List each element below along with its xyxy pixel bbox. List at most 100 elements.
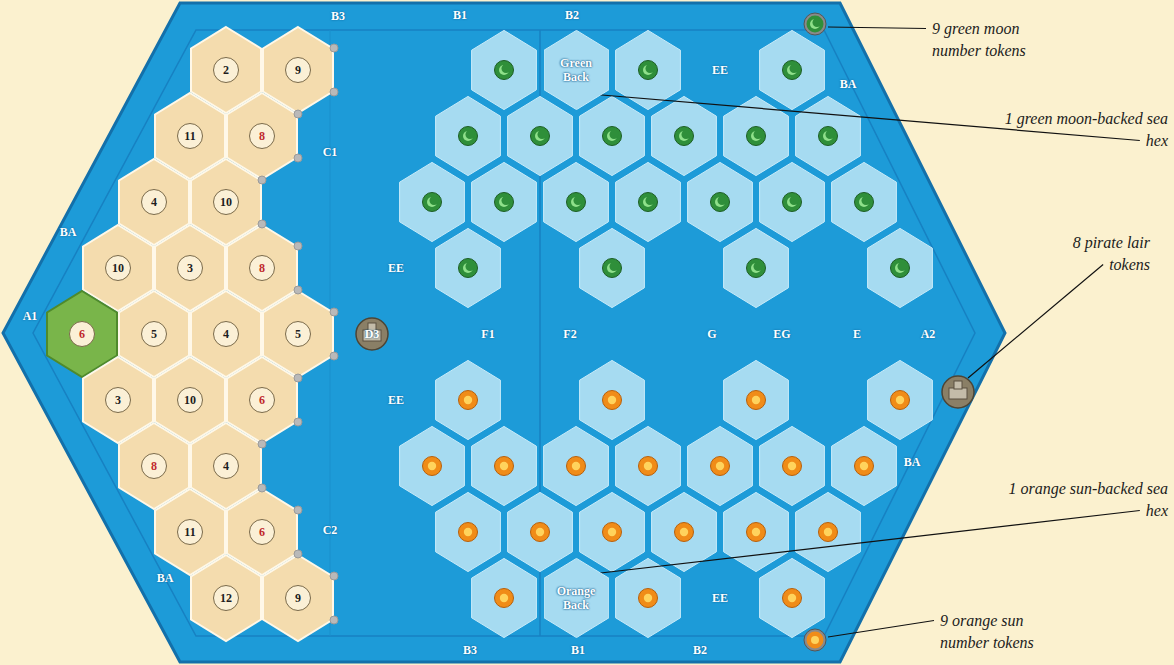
sea-hex — [796, 492, 861, 571]
sun — [644, 594, 652, 602]
sea-hexes — [400, 30, 933, 637]
frame-label: EE — [712, 63, 728, 77]
number-token: 11 — [177, 123, 203, 149]
token-number: 5 — [295, 327, 301, 342]
sea-hex — [472, 30, 537, 109]
sea-hex — [760, 558, 825, 637]
sea-hex — [616, 162, 681, 241]
sun-token — [783, 457, 802, 476]
frame-label: EG — [773, 327, 790, 341]
harbor-dot — [330, 44, 338, 52]
frame-label-holder: F1 — [481, 327, 494, 342]
moon-shadow — [502, 196, 511, 205]
hex-shape — [544, 30, 609, 109]
frame-label: F1 — [481, 327, 494, 341]
moon-token — [567, 193, 586, 212]
hex-caption: Orange Back — [549, 584, 603, 612]
token-face — [603, 259, 622, 278]
harbor-dot — [330, 616, 338, 624]
land-hexes — [47, 27, 333, 641]
sea-hex — [508, 96, 573, 175]
sun-token — [639, 589, 658, 608]
moon-shadow — [682, 130, 691, 139]
callout-holder: 9 green moon number tokens — [932, 18, 1052, 62]
sun-token — [891, 391, 910, 410]
token-number: 5 — [151, 327, 157, 342]
frame-label-holder: B2 — [565, 8, 579, 23]
frame-label-holder: B2 — [693, 643, 707, 658]
pirate-lair-token — [942, 376, 974, 408]
moon-token — [747, 127, 766, 146]
token-face — [891, 391, 910, 410]
sea-hex — [616, 30, 681, 109]
sun-token — [495, 457, 514, 476]
sea-hex — [436, 228, 501, 307]
token-face — [747, 523, 766, 542]
token-face — [747, 259, 766, 278]
frame-label: BA — [157, 571, 174, 585]
token-face — [747, 127, 766, 146]
number-token: 6 — [249, 519, 275, 545]
green-moon-token — [804, 13, 826, 35]
number-token: 10 — [105, 255, 131, 281]
callout-text: 8 pirate lair tokens — [1073, 234, 1150, 273]
moon-token — [675, 127, 694, 146]
moon-shadow — [754, 262, 763, 271]
frame-label-holder: B1 — [453, 8, 467, 23]
token-face — [603, 523, 622, 542]
harbor-dot — [258, 484, 266, 492]
token-number: 10 — [220, 195, 232, 210]
sea-hex — [868, 228, 933, 307]
callout-text: 1 green moon-backed sea hex — [1005, 110, 1168, 149]
token-face — [639, 61, 658, 80]
token-number: 11 — [184, 129, 195, 144]
moon-shadow — [646, 64, 655, 73]
number-token: 3 — [177, 255, 203, 281]
frame-label-holder: BA — [157, 571, 174, 586]
harbor-dot — [294, 242, 302, 250]
moon-token — [495, 61, 514, 80]
number-token: 4 — [141, 189, 167, 215]
backed-sea-hex: Orange Back — [544, 558, 609, 638]
sea-hex — [400, 426, 465, 505]
frame-label: G — [707, 327, 716, 341]
sun — [464, 396, 472, 404]
token-face — [531, 127, 550, 146]
sun-token — [747, 523, 766, 542]
moon-shadow — [790, 196, 799, 205]
sun — [824, 528, 832, 536]
sea-hex — [508, 492, 573, 571]
frame-label: BA — [904, 455, 921, 469]
token-face — [711, 193, 730, 212]
pirate-fort — [949, 388, 967, 399]
callout-text: 9 green moon number tokens — [932, 20, 1026, 59]
sea-hex — [436, 96, 501, 175]
frame-label: C2 — [323, 523, 338, 537]
moon-shadow — [430, 196, 439, 205]
sun — [811, 636, 819, 644]
token-number: 4 — [223, 459, 229, 474]
token-face — [783, 61, 802, 80]
token-face — [459, 391, 478, 410]
leader-line — [968, 265, 1103, 379]
moon-token — [639, 61, 658, 80]
hex-caption: Green Back — [549, 56, 603, 84]
frame-label-holder: B1 — [571, 643, 585, 658]
token-face — [747, 391, 766, 410]
harbor-dot — [258, 220, 266, 228]
sun — [572, 462, 580, 470]
token-face — [495, 589, 514, 608]
sea-tokens — [423, 61, 910, 608]
token-face — [567, 193, 586, 212]
harbor-dot — [294, 154, 302, 162]
sun-token — [531, 523, 550, 542]
token-number: 6 — [79, 327, 85, 342]
moon-token — [495, 193, 514, 212]
sun-token — [711, 457, 730, 476]
number-token: 6 — [249, 387, 275, 413]
token-face — [567, 457, 586, 476]
token-number: 10 — [184, 393, 196, 408]
callout-holder: 8 pirate lair tokens — [1040, 232, 1150, 276]
